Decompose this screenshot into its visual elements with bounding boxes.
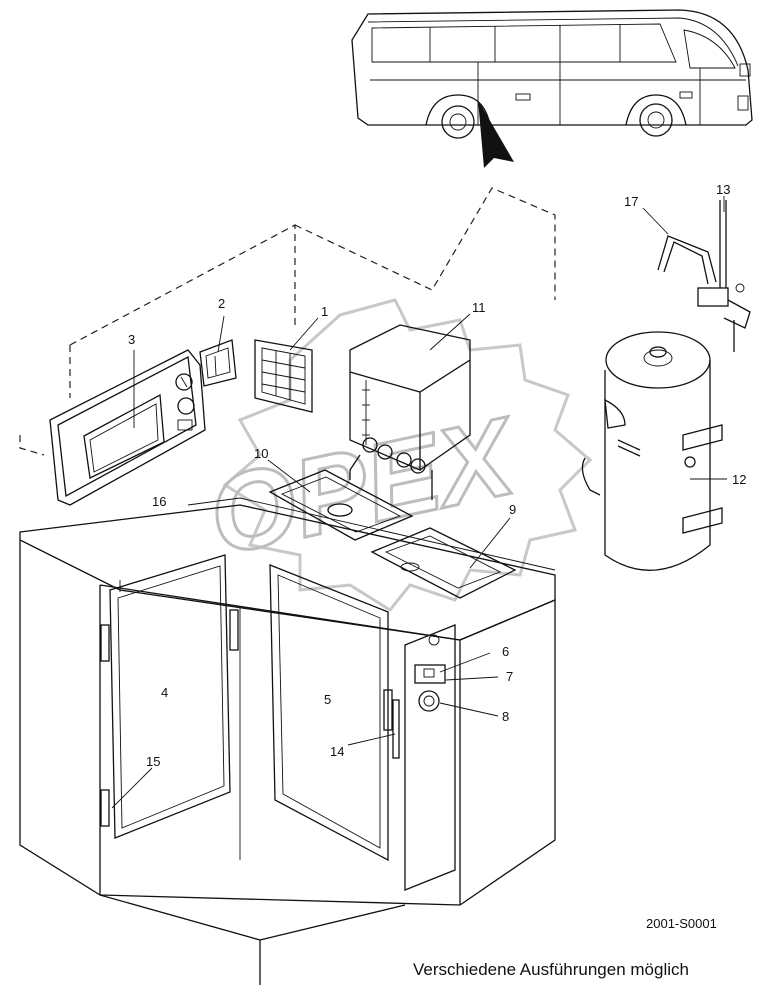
bus-illustration: [351, 9, 753, 168]
counter-unit: [19, 469, 556, 985]
callout-5: 5: [324, 692, 331, 707]
callout-6: 6: [502, 644, 509, 659]
microwave: [49, 349, 206, 506]
watermark-text: OPEX: [199, 394, 529, 579]
water-tank: [349, 324, 471, 500]
callout-15: 15: [146, 754, 160, 769]
caption: Verschiedene Ausführungen möglich: [413, 960, 689, 979]
callout-1: 1: [321, 304, 328, 319]
callout-8: 8: [502, 709, 509, 724]
switch-plate: [199, 339, 237, 387]
compartment-outline: [19, 187, 556, 456]
callout-16: 16: [152, 494, 166, 509]
faucet: [657, 200, 751, 352]
callout-4: 4: [161, 685, 168, 700]
callout-7: 7: [506, 669, 513, 684]
callout-13: 13: [716, 182, 730, 197]
callout-2: 2: [218, 296, 225, 311]
callouts: 1 2 3 4 5 6 7 8 9 10 11 12 13 14 15 16 1…: [128, 182, 746, 769]
callout-17: 17: [624, 194, 638, 209]
callout-14: 14: [330, 744, 344, 759]
leader-lines: [111, 196, 727, 809]
callout-3: 3: [128, 332, 135, 347]
callout-10: 10: [254, 446, 268, 461]
boiler: [581, 331, 723, 571]
drawing-code: 2001-S0001: [646, 916, 717, 931]
vent-grille: [254, 339, 313, 413]
callout-11: 11: [472, 300, 486, 315]
callout-9: 9: [509, 502, 516, 517]
callout-12: 12: [732, 472, 746, 487]
